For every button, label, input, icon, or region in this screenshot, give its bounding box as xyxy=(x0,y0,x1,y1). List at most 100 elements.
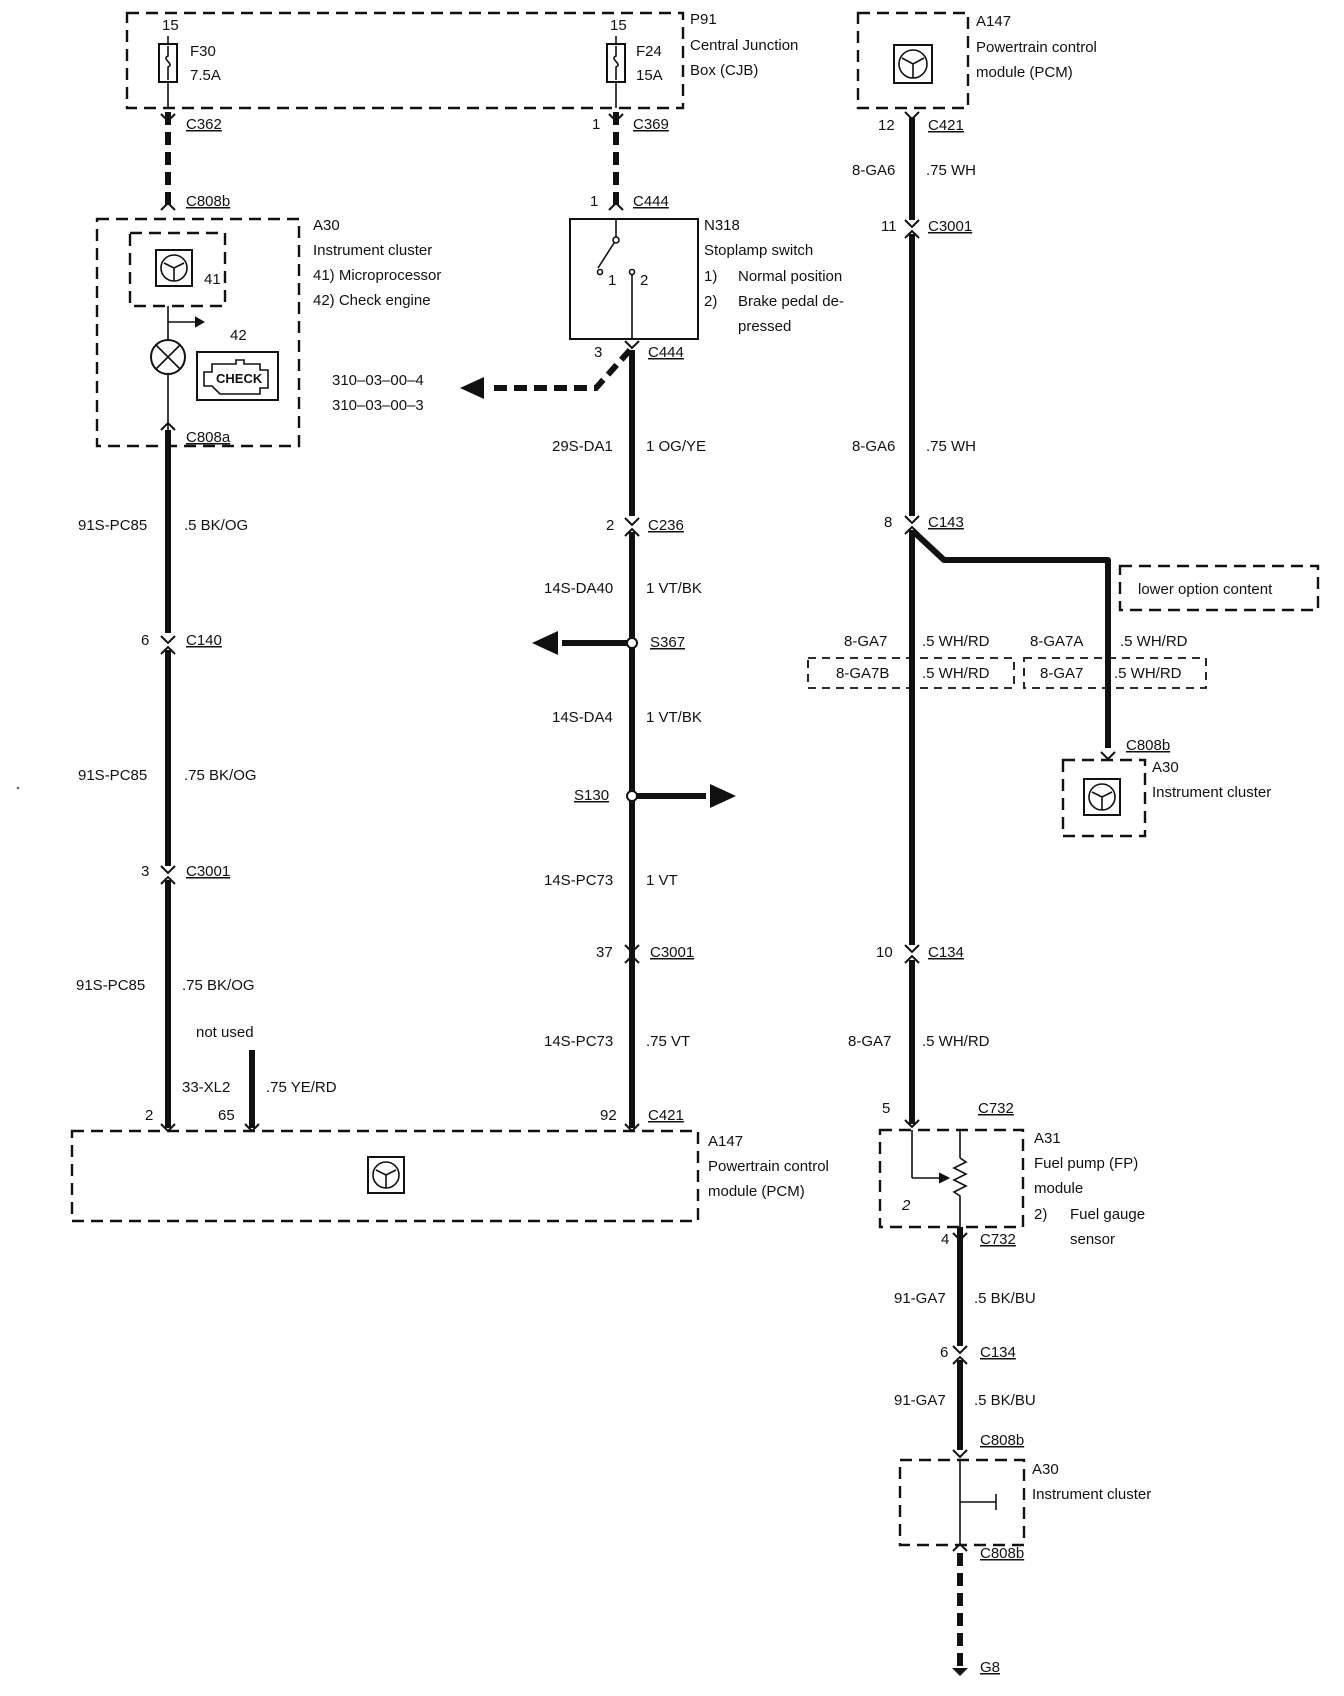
arrow-left-icon xyxy=(532,631,558,655)
connector-c808b-right: C808b xyxy=(1126,737,1170,754)
wire-l3-spec: .75 BK/OG xyxy=(182,977,255,994)
connector-c808b-bottom-upper: C808b xyxy=(980,1432,1024,1449)
wire-l1-id: 91S-PC85 xyxy=(78,517,147,534)
connector-c444-bottom-pin: 3 xyxy=(594,344,602,361)
stoplamp-item1-num: 1) xyxy=(704,268,717,285)
check-engine-icon xyxy=(203,359,269,395)
connector-g8: G8 xyxy=(980,1659,1000,1676)
fuse-f24-rating: 15A xyxy=(636,67,663,84)
check-engine-num: 42 xyxy=(230,327,247,344)
ground-wire-run: 4 C732 91-GA7 .5 BK/BU 6 C134 91-GA7 .5 … xyxy=(894,1227,1036,1459)
stoplamp-id: N318 xyxy=(704,217,740,234)
wire-m2-id: 14S-DA40 xyxy=(544,580,613,597)
wire-r4b-id: 8-GA7 xyxy=(1040,665,1083,682)
reference-2: 310–03–00–3 xyxy=(332,397,424,414)
connector-c808a: C808a xyxy=(186,429,231,446)
wire-m2-spec: 1 VT/BK xyxy=(646,580,702,597)
cluster-microprocessor-num: 41 xyxy=(204,271,221,288)
connector-s367: S367 xyxy=(650,634,685,651)
wire-r2-spec: .75 WH xyxy=(926,438,976,455)
arrow-left-icon xyxy=(460,377,484,399)
cjb-line1: Central Junction xyxy=(690,37,798,54)
wire-m1-spec: 1 OG/YE xyxy=(646,438,706,455)
pcm-top-id: A147 xyxy=(976,13,1011,30)
middle-lower-wire-run: 3 C444 310–03–00–4 310–03–00–3 29S-DA1 1… xyxy=(332,340,736,1133)
pcm-bottom-id: A147 xyxy=(708,1133,743,1150)
connector-c3001-left-pin: 3 xyxy=(141,863,149,880)
pcm-top-line1: Powertrain control xyxy=(976,39,1097,56)
wire-r3b-id: 8-GA7B xyxy=(836,665,889,682)
connector-c236-pin: 2 xyxy=(606,517,614,534)
connector-c134-lower-pin: 6 xyxy=(940,1344,948,1361)
splice-s367 xyxy=(626,637,638,649)
pcm-bottom: A147 Powertrain control module (PCM) xyxy=(70,1129,829,1223)
wire-r4b-spec: .5 WH/RD xyxy=(1114,665,1182,682)
stoplamp-contact-2: 2 xyxy=(640,272,648,289)
arrow-right-icon xyxy=(710,784,736,808)
wire-m4-id: 14S-PC73 xyxy=(544,872,613,889)
wire-r1-id: 8-GA6 xyxy=(852,162,895,179)
connector-c134-lower: C134 xyxy=(980,1344,1016,1361)
cjb-id: P91 xyxy=(690,11,717,28)
fuse-f24-name: F24 xyxy=(636,43,662,60)
pcm-bottom-line2: module (PCM) xyxy=(708,1183,805,1200)
stoplamp-title: Stoplamp switch xyxy=(704,242,813,259)
wire-r3b-spec: .5 WH/RD xyxy=(922,665,990,682)
pcm-pin-92: 92 xyxy=(600,1107,617,1124)
fp-module-inner: 2 xyxy=(901,1197,911,1214)
connector-c3001-mid-pin: 37 xyxy=(596,944,613,961)
cluster-main-item42: 42) Check engine xyxy=(313,292,431,309)
option-box-label: lower option content xyxy=(1138,581,1273,598)
wire-m5-spec: .75 VT xyxy=(646,1033,690,1050)
connector-c421-bottom: C421 xyxy=(648,1107,684,1124)
wire-m1-id: 29S-DA1 xyxy=(552,438,613,455)
instrument-cluster-bottom: A30 Instrument cluster xyxy=(898,1458,1151,1547)
cluster-bottom-id: A30 xyxy=(1032,1461,1059,1478)
wire-r6-id: 91-GA7 xyxy=(894,1290,946,1307)
connector-c421-top: C421 xyxy=(928,117,964,134)
cluster-main-item41: 41) Microprocessor xyxy=(313,267,441,284)
cluster-bottom-title: Instrument cluster xyxy=(1032,1486,1151,1503)
wire-r6-spec: .5 BK/BU xyxy=(974,1290,1036,1307)
wire-m4-spec: 1 VT xyxy=(646,872,678,889)
not-used-label: not used xyxy=(196,1024,254,1041)
left-wire-run: C362 C808b C808a 91S-PC85 .5 BK/OG 6 C14… xyxy=(76,112,337,1133)
fuse-f24-pin: 15 xyxy=(610,17,627,34)
stoplamp-item2b: pressed xyxy=(738,318,791,335)
pcm-top: A147 Powertrain control module (PCM) xyxy=(856,11,1097,110)
connector-c732-lower: C732 xyxy=(980,1231,1016,1248)
central-junction-box: P91 Central Junction Box (CJB) xyxy=(125,11,798,110)
right-wire-run: 12 C421 8-GA6 .75 WH 11 C3001 8-GA6 .75 … xyxy=(807,111,1320,1129)
instrument-cluster-right: A30 Instrument cluster xyxy=(1061,758,1271,838)
connector-c732-upper: C732 xyxy=(978,1100,1014,1117)
wire-m3-spec: 1 VT/BK xyxy=(646,709,702,726)
wire-r4-spec: .5 WH/RD xyxy=(1120,633,1188,650)
wire-r7-spec: .5 BK/BU xyxy=(974,1392,1036,1409)
wire-m3-id: 14S-DA4 xyxy=(552,709,613,726)
connector-c140-pin: 6 xyxy=(141,632,149,649)
cjb-line2: Box (CJB) xyxy=(690,62,758,79)
connector-c732-upper-pin: 5 xyxy=(882,1100,890,1117)
connector-c444-top: C444 xyxy=(633,193,669,210)
fp-module-item-a: Fuel gauge xyxy=(1070,1206,1145,1223)
fuse-f30-pin: 15 xyxy=(162,17,179,34)
pcm-pin-65: 65 xyxy=(218,1107,235,1124)
connector-c808b-bottom-lower: C808b xyxy=(980,1545,1024,1562)
fp-module-line1: Fuel pump (FP) xyxy=(1034,1155,1138,1172)
wire-r3-id: 8-GA7 xyxy=(844,633,887,650)
cluster-right-id: A30 xyxy=(1152,759,1179,776)
fp-module-item-num: 2) xyxy=(1034,1206,1047,1223)
connector-c143-pin: 8 xyxy=(884,514,892,531)
connector-c143: C143 xyxy=(928,514,964,531)
wire-r3-spec: .5 WH/RD xyxy=(922,633,990,650)
pcm-pin-2: 2 xyxy=(145,1107,153,1124)
connector-s130: S130 xyxy=(574,787,609,804)
fp-module-id: A31 xyxy=(1034,1130,1061,1147)
wire-r4-id: 8-GA7A xyxy=(1030,633,1083,650)
wire-r1-spec: .75 WH xyxy=(926,162,976,179)
stoplamp-contact-1: 1 xyxy=(608,272,616,289)
connector-c134-upper-pin: 10 xyxy=(876,944,893,961)
instrument-cluster-main: 41 42 CHECK A30 Instrument cluster 41) M… xyxy=(95,217,441,448)
wire-l4-spec: .75 YE/RD xyxy=(266,1079,337,1096)
wire-l4-id: 33-XL2 xyxy=(182,1079,230,1096)
